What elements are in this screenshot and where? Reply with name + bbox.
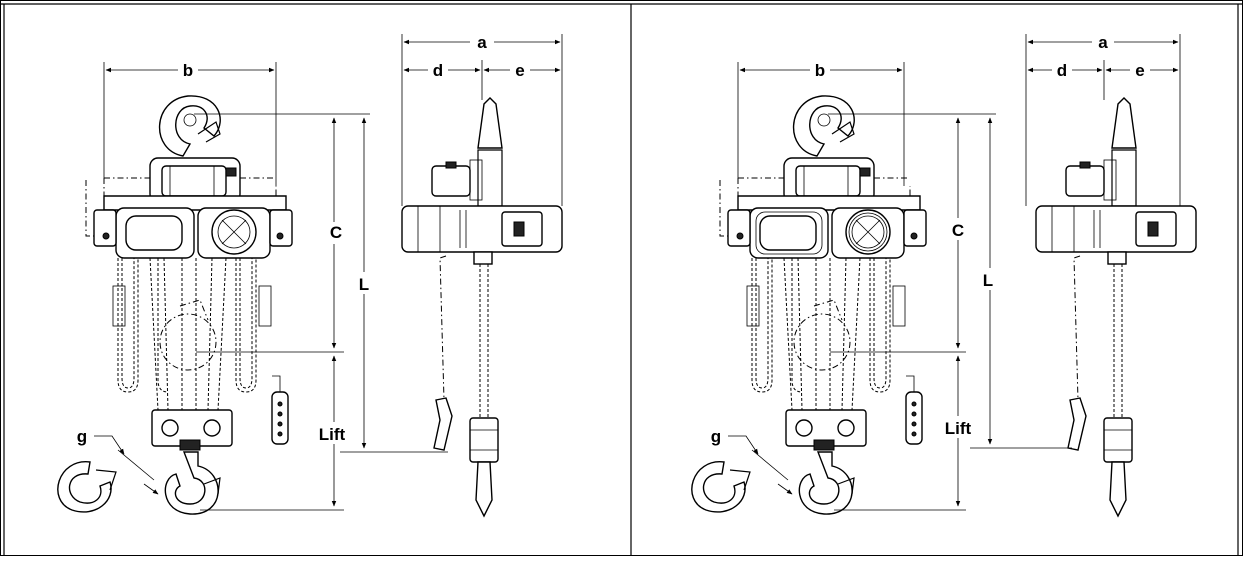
dim-c-label: C: [330, 223, 342, 242]
panel-1: b a d e C Lift L g: [57, 33, 563, 517]
front-view-drawing: [57, 95, 293, 515]
dim-l-label: L: [359, 275, 369, 294]
panel-2: b a d e C Lift L g: [691, 33, 1197, 517]
dim-g-label: g: [711, 427, 721, 446]
side-view-drawing: [401, 97, 563, 517]
dim-g-label: g: [77, 427, 87, 446]
dim-c-label: C: [952, 221, 964, 240]
side-view-drawing: [1035, 97, 1197, 517]
dim-e-label: e: [515, 61, 524, 80]
dim-d-label: d: [1057, 61, 1067, 80]
dim-a-label: a: [1098, 33, 1108, 52]
dim-b-label: b: [815, 61, 825, 80]
dim-lift-label: Lift: [319, 425, 346, 444]
dim-a-label: a: [477, 33, 487, 52]
dim-lift-label: Lift: [945, 419, 972, 438]
dim-d-label: d: [433, 61, 443, 80]
dim-e-label: e: [1135, 61, 1144, 80]
front-view-drawing: [691, 95, 927, 515]
dim-b-label: b: [183, 61, 193, 80]
dim-l-label: L: [983, 271, 993, 290]
